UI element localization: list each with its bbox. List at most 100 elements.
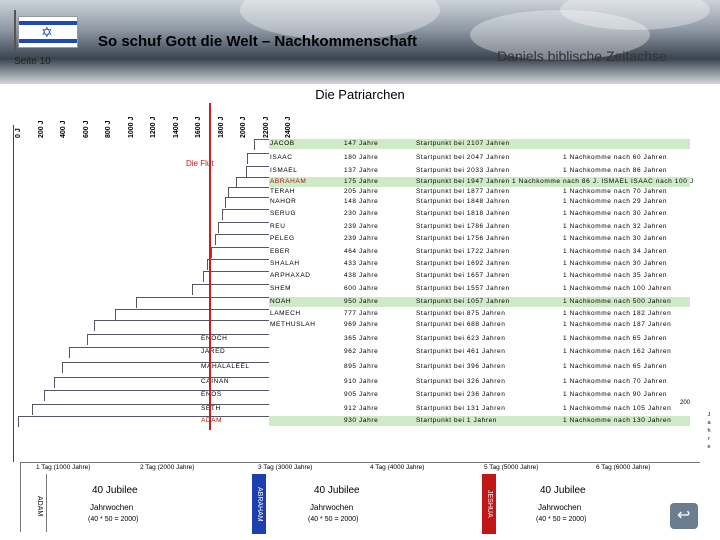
lifespan-bar (53, 377, 269, 388)
patriarch-age: 895 Jahre (344, 363, 379, 370)
patriarch-start: Startpunkt bei 1877 Jahren (416, 188, 510, 195)
patriarch-age: 180 Jahre (344, 154, 379, 161)
patriarch-offspring: 1 Nachkomme nach 90 Jahren (563, 391, 668, 398)
patriarch-age: 930 Jahre (344, 417, 379, 424)
patriarch-name: ADAM (201, 417, 223, 424)
patriarch-start: Startpunkt bei 1722 Jahren (416, 248, 510, 255)
flood-marker-line (209, 103, 211, 430)
patriarch-start: Startpunkt bei 461 Jahren (416, 348, 506, 355)
patriarch-offspring: 1 Nachkomme nach 34 Jahren (563, 248, 668, 255)
patriarch-name: PELEG (270, 235, 295, 242)
lifespan-bar (94, 320, 269, 331)
patriarch-name: SERUG (270, 210, 297, 217)
lifespan-bar (228, 187, 269, 198)
patriarch-age: 433 Jahre (344, 260, 379, 267)
patriarch-start: Startpunkt bei 1 Jahren (416, 417, 498, 424)
day-label: 2 Tag (2000 Jahre) (140, 464, 195, 471)
patriarch-start: Startpunkt bei 1557 Jahren (416, 285, 510, 292)
patriarch-offspring: 1 Nachkomme nach 30 Jahren (563, 210, 668, 217)
row-highlight (268, 177, 690, 187)
unit-letter: J (707, 412, 711, 418)
page-subtitle: Daniels biblische Zeitachse (497, 48, 667, 64)
days-panel: 1 Tag (1000 Jahre) 2 Tag (2000 Jahre) 3 … (0, 462, 720, 540)
patriarch-age: 147 Jahre (344, 140, 379, 147)
scale-tick-label: 1200 J (150, 116, 157, 138)
patriarch-name: TERAH (270, 188, 296, 195)
patriarch-start: Startpunkt bei 2107 Jahren (416, 140, 510, 147)
lifespan-bar (254, 139, 269, 150)
scale-tick-label: 800 J (105, 120, 112, 138)
patriarch-name: ENOS (201, 391, 222, 398)
weeks-label: Jahrwochen (90, 503, 134, 512)
scale-tick-label: 1000 J (127, 116, 135, 138)
day-label: 1 Tag (1000 Jahre) (36, 464, 91, 471)
lifespan-bar (192, 284, 269, 295)
lifespan-bar (115, 309, 269, 320)
formula-label: (40 * 50 = 2000) (308, 516, 359, 523)
unit-letter: h (707, 428, 711, 434)
patriarch-age: 962 Jahre (344, 348, 379, 355)
patriarch-start: Startpunkt bei 2047 Jahren (416, 154, 510, 161)
row-highlight (268, 139, 690, 149)
patriarch-start: Startpunkt bei 2033 Jahren (416, 167, 510, 174)
patriarch-name: NAHOR (270, 198, 297, 205)
next-slide-button[interactable]: ↩ (670, 503, 698, 529)
patriarch-start: Startpunkt bei 1786 Jahren (416, 223, 510, 230)
scale-tick-label: 2200 J (262, 116, 270, 138)
formula-label: (40 * 50 = 2000) (88, 516, 139, 523)
patriarch-name: ISMAEL (270, 167, 298, 174)
divider (20, 462, 700, 463)
patriarch-row: TERAH 205 Jahre Startpunkt bei 1877 Jahren… (18, 187, 693, 198)
day-label: 6 Tag (6000 Jahre) (596, 464, 651, 471)
patriarch-offspring: 1 Nachkomme nach 105 Jahren (563, 405, 672, 412)
patriarch-age: 969 Jahre (344, 321, 379, 328)
section-title: Die Patriarchen (315, 87, 405, 102)
scale-tick-label: 600 J (82, 120, 90, 138)
patriarch-offspring: 1 Nachkomme nach 65 Jahren (563, 363, 668, 370)
patriarch-row: JACOB 147 Jahre Startpunkt bei 2107 Jahren (18, 139, 693, 150)
patriarch-age: 438 Jahre (344, 272, 379, 279)
lifespan-bar (18, 416, 269, 427)
patriarch-start: Startpunkt bei 1947 Jahren 1 Nachkomme n… (416, 178, 694, 185)
patriarch-name: EBER (270, 248, 291, 255)
patriarch-start: Startpunkt bei 236 Jahren (416, 391, 506, 398)
patriarch-start: Startpunkt bei 875 Jahren (416, 310, 506, 317)
patriarch-offspring: 1 Nachkomme nach 35 Jahren (563, 272, 668, 279)
patriarch-name: SHEM (270, 285, 292, 292)
israel-flag-icon: ✡ (18, 16, 78, 48)
patriarch-start: Startpunkt bei 688 Jahren (416, 321, 506, 328)
day-label: 5 Tag (5000 Jahre) (484, 464, 539, 471)
patriarch-offspring: 1 Nachkomme nach 500 Jahren (563, 298, 672, 305)
lifespan-bar (61, 362, 269, 373)
divider (46, 474, 47, 532)
lifespan-bar (214, 234, 269, 245)
patriarch-offspring: 1 Nachkomme nach 70 Jahren (563, 188, 668, 195)
lifespan-bar (203, 271, 269, 282)
patriarch-offspring: 1 Nachkomme nach 32 Jahren (563, 223, 668, 230)
side-label-abraham: ABRAHAM (252, 474, 266, 534)
patriarch-age: 205 Jahre (344, 188, 379, 195)
cloud-decoration (470, 10, 650, 60)
lifespan-bar (207, 259, 269, 270)
patriarch-start: Startpunkt bei 1057 Jahren (416, 298, 510, 305)
scale-tick-label: 200 J (37, 120, 45, 138)
unit-letter: r (708, 436, 710, 442)
lifespan-bar (236, 177, 269, 188)
patriarch-name: JACOB (270, 140, 295, 147)
scale-tick-label: 1600 J (195, 116, 202, 138)
patriarch-start: Startpunkt bei 1848 Jahren (416, 198, 510, 205)
unit-letter: a (707, 420, 711, 426)
lifespan-bar (221, 209, 269, 220)
patriarch-name: ARPHAXAD (270, 272, 311, 279)
